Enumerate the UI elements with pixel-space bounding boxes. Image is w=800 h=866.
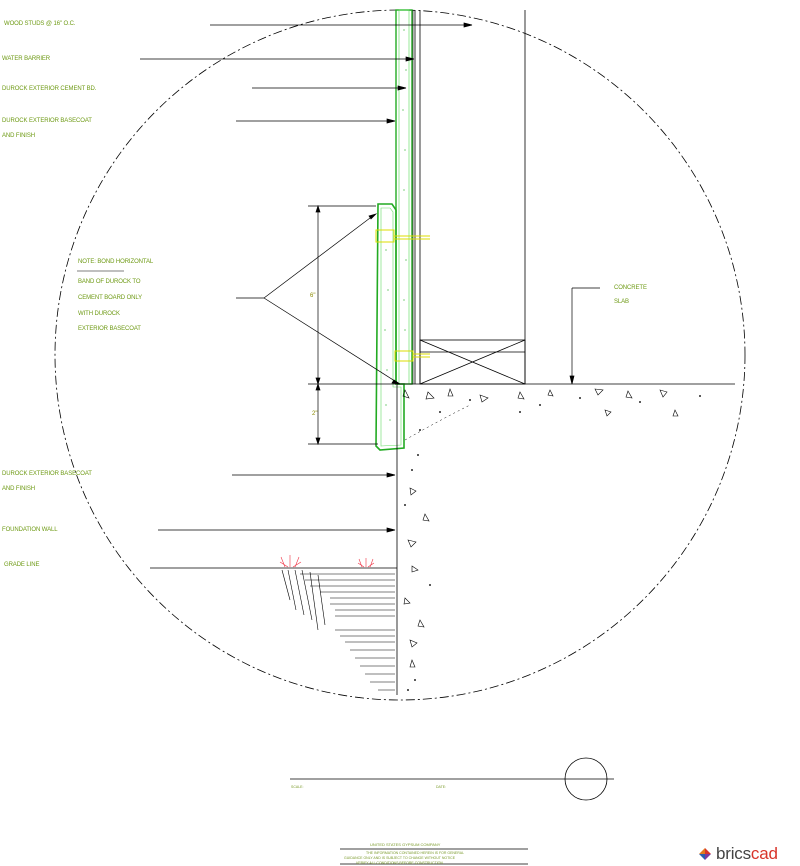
label-basecoat-top-line2: AND FINISH — [2, 133, 36, 139]
title-note-line3: GUIDANCE ONLY AND IS SUBJECT TO CHANGE W… — [344, 856, 456, 860]
label-concrete: CONCRETE — [614, 285, 647, 291]
dimension-lap-below: 2" — [312, 411, 318, 417]
label-note-line3: CEMENT BOARD ONLY — [78, 295, 143, 301]
brand-name-b: cad — [750, 844, 778, 863]
label-cement-board: DUROCK EXTERIOR CEMENT BD. — [2, 86, 97, 92]
label-slab: SLAB — [614, 299, 629, 305]
concrete-slab — [396, 383, 735, 695]
label-note-line2: BAND OF DUROCK TO — [78, 279, 141, 285]
board-stipple — [384, 29, 407, 421]
bricscad-logo-icon — [699, 848, 711, 860]
wood-stud-wall — [414, 10, 526, 385]
dimension-lines — [308, 204, 396, 446]
label-grade-line: GRADE LINE — [4, 562, 40, 568]
earth-hatch — [281, 569, 395, 691]
concrete-aggregate — [402, 388, 701, 691]
label-basecoat-bottom-line2: AND FINISH — [2, 486, 36, 492]
title-note-line1: UNITED STATES GYPSUM COMPANY — [370, 842, 441, 847]
label-note-line5: EXTERIOR BASECOAT — [78, 326, 141, 332]
date-label: DATE: — [436, 785, 447, 789]
cement-board-upper — [395, 9, 413, 385]
title-note-line4: VERIFY ALL CONDITIONS BEFORE CONSTRUCTIO… — [356, 861, 443, 865]
label-note-line4: WITH DUROCK — [78, 311, 120, 317]
grass-tufts — [279, 555, 375, 568]
title-block — [290, 757, 614, 865]
leader-lines — [140, 22, 600, 533]
bricscad-wordmark: bricscad — [716, 844, 778, 864]
bricscad-logo: bricscad — [698, 844, 778, 864]
scale-label: SCALE: — [291, 785, 304, 789]
label-note-line1: NOTE: BOND HORIZONTAL — [78, 259, 154, 265]
horizontal-durock-band — [375, 203, 405, 451]
label-basecoat-top-line1: DUROCK EXTERIOR BASECOAT — [2, 118, 92, 124]
label-wood-studs: WOOD STUDS @ 16" O.C. — [4, 21, 76, 27]
foundation-inner-edge — [404, 404, 471, 441]
title-note-line2: THE INFORMATION CONTAINED HEREIN IS FOR … — [366, 851, 465, 855]
dimension-band-height: 6" — [310, 293, 316, 299]
fastener-highlights — [375, 229, 430, 362]
label-foundation-wall: FOUNDATION WALL — [2, 527, 58, 533]
label-water-barrier: WATER BARRIER — [2, 56, 51, 62]
label-basecoat-bottom-line1: DUROCK EXTERIOR BASECOAT — [2, 471, 92, 477]
detail-boundary-circle — [54, 9, 746, 701]
brand-name-a: brics — [716, 844, 751, 863]
